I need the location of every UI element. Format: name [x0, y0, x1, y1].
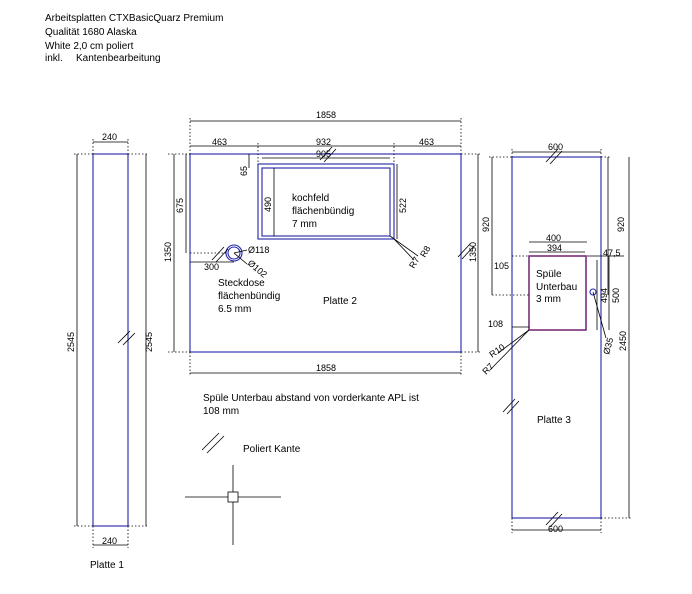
dim-490: 490 — [263, 197, 273, 212]
platte-2-width-bottom: 1858 — [316, 363, 336, 373]
kochfeld-label-2: flächenbündig — [292, 206, 354, 217]
header-line-2: Qualität 1680 Alaska — [45, 27, 137, 38]
tap-hole — [589, 288, 597, 296]
kochfeld-width: 905 — [316, 149, 331, 159]
notes: Spüle Unterbau abstand von vorderkante A… — [185, 393, 419, 545]
platte-1-outline — [92, 153, 129, 527]
radius-r7: R7 — [407, 255, 421, 270]
platte-2-seg-mid: 932 — [316, 137, 331, 147]
legend-poliert-kante: Poliert Kante — [243, 444, 301, 455]
header-line-1: Arbeitsplatten CTXBasicQuarz Premium — [45, 13, 223, 24]
hole-diameter-35: Ø35 — [601, 336, 615, 355]
platte-2-seg-right: 463 — [419, 137, 434, 147]
kochfeld-outer-cutout — [257, 163, 395, 240]
platte-3: 600 600 920 920 2450 400 394 105 108 47,… — [480, 142, 632, 534]
radius-r8: R8 — [418, 244, 432, 259]
kochfeld-inner-cutout — [261, 167, 391, 237]
platte-3-height: 2450 — [618, 331, 628, 351]
radius-r7-sink: R7 — [480, 361, 495, 376]
hole-diameter-118: Ø118 — [248, 245, 269, 255]
hole-diameter-102: Ø102 — [246, 258, 269, 280]
platte-3-width-bottom: 600 — [548, 524, 563, 534]
dim-105: 105 — [494, 261, 509, 271]
spuele-label-1: Spüle — [536, 269, 562, 280]
dim-500: 500 — [611, 288, 621, 303]
platte-2-seg-left: 463 — [212, 137, 227, 147]
header-block: Arbeitsplatten CTXBasicQuarz Premium Qua… — [45, 13, 223, 64]
dim-920-right: 920 — [616, 217, 626, 232]
kochfeld-label-3: 7 mm — [292, 219, 317, 230]
platte-3-label: Platte 3 — [537, 415, 571, 426]
radius-r10: R10 — [487, 342, 506, 360]
platte-1-width-bottom: 240 — [102, 536, 117, 546]
header-line-4-text: Kantenbearbeitung — [76, 53, 161, 64]
dim-675: 675 — [175, 198, 185, 213]
steckdose-label-2: flächenbündig — [218, 291, 280, 302]
sink-width-400: 400 — [546, 233, 561, 243]
platte-2-height-left: 1350 — [163, 242, 173, 262]
platte-1-label: Platte 1 — [90, 560, 124, 571]
dim-920-left: 920 — [481, 217, 491, 232]
sink-width-394: 394 — [547, 243, 562, 253]
platte-1: 240 240 2545 2545 Platte 1 — [66, 132, 154, 571]
dim-522: 522 — [398, 198, 408, 213]
dim-47-5: 47,5 — [603, 248, 621, 258]
dim-108: 108 — [488, 319, 503, 329]
header-line-4-prefix: inkl. — [45, 53, 63, 64]
platte-2-height-right: 1350 — [468, 242, 478, 262]
dim-494: 494 — [599, 288, 609, 303]
steckdose-label-3: 6.5 mm — [218, 304, 251, 315]
platte-2-label: Platte 2 — [323, 296, 357, 307]
platte-3-width-top: 600 — [548, 142, 563, 152]
kochfeld-label-1: kochfeld — [292, 193, 329, 204]
platte-2: 1858 463 932 463 905 675 65 490 522 R7 R… — [163, 110, 482, 376]
spuele-label-3: 3 mm — [536, 294, 561, 305]
platte-1-height-inner: 2545 — [144, 332, 154, 352]
legend-hatch-icon — [201, 432, 220, 451]
spuele-cutout — [528, 255, 587, 331]
platte-2-width-top: 1858 — [316, 110, 336, 120]
note-spuele-line-1: Spüle Unterbau abstand von vorderkante A… — [203, 393, 419, 404]
platte-3-outline — [511, 156, 602, 519]
hole-offset-300: 300 — [204, 262, 219, 272]
dim-65: 65 — [239, 166, 249, 176]
platte-1-height-outer: 2545 — [66, 332, 76, 352]
steckdose-label-1: Steckdose — [218, 278, 265, 289]
spuele-label-2: Unterbau — [536, 282, 577, 293]
polished-edge-mark — [117, 330, 131, 344]
note-spuele-line-2: 108 mm — [203, 406, 239, 417]
platte-1-width-top: 240 — [102, 132, 117, 142]
header-line-3: White 2,0 cm poliert — [45, 41, 134, 52]
